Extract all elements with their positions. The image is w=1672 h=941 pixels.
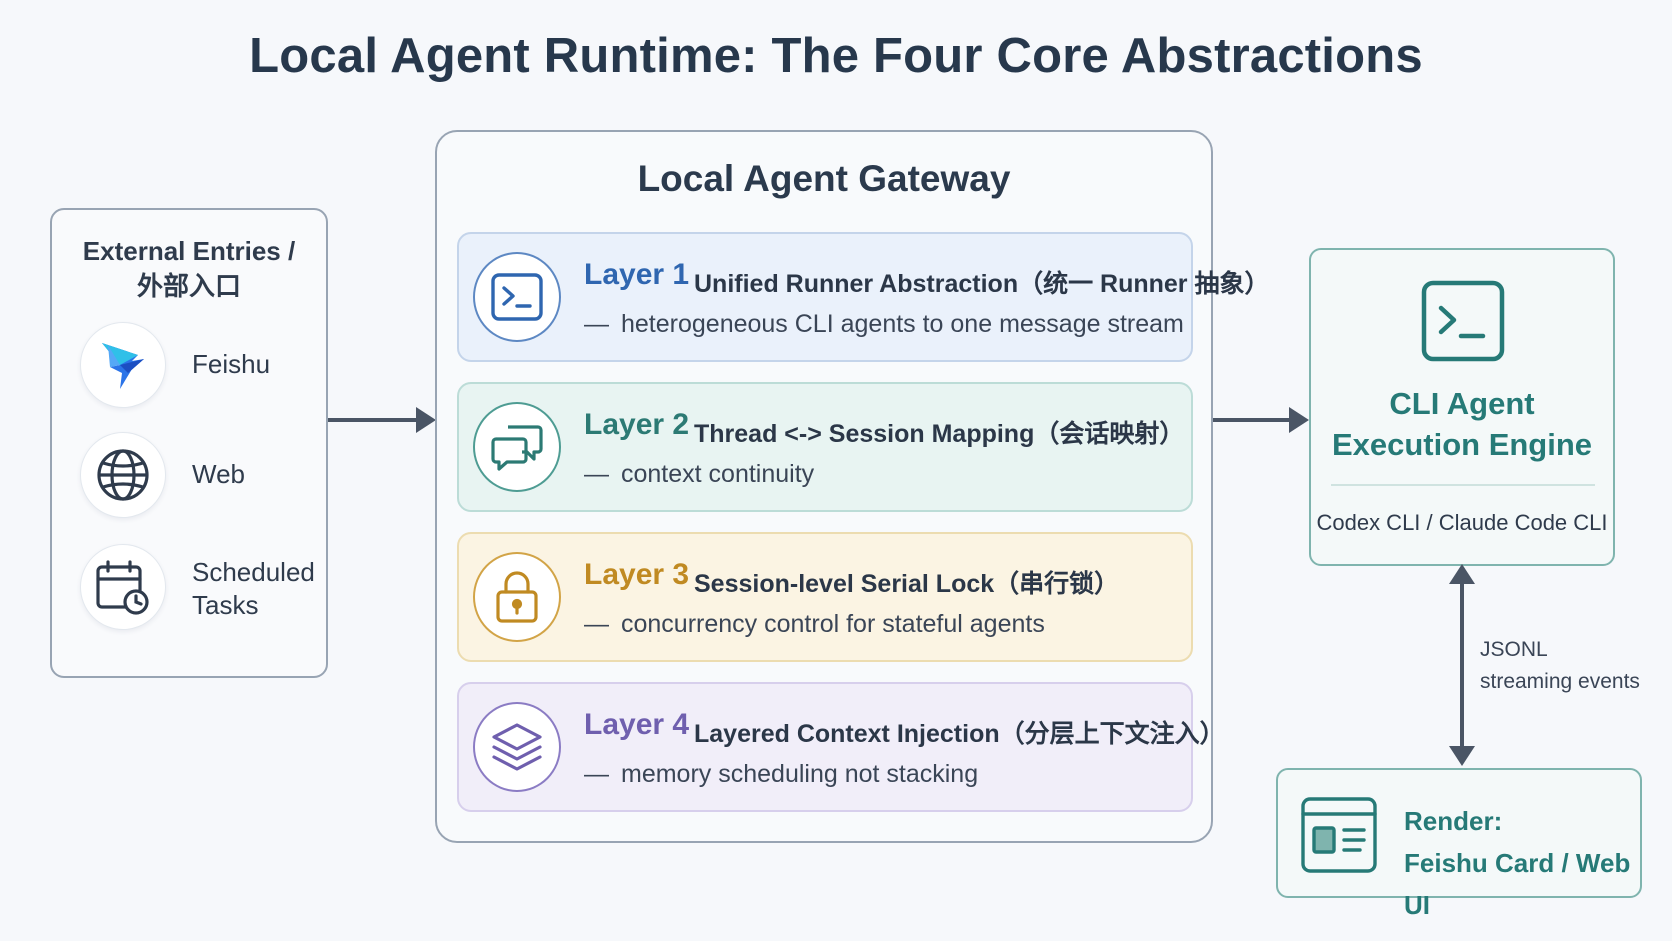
stream-label-line2: streaming events (1480, 670, 1640, 693)
diagram-title: Local Agent Runtime: The Four Core Abstr… (249, 29, 1423, 83)
external-entries-title: External Entries / 外部入口 (52, 234, 326, 304)
layer-3-number: Layer 3 (584, 558, 690, 591)
arrow-up-head (1449, 564, 1475, 584)
entry-scheduled-tasks: Scheduled Tasks (80, 544, 320, 636)
gateway-title: Local Agent Gateway (637, 158, 1011, 199)
entry-feishu-label: Feishu (192, 349, 271, 379)
entry-web-label: Web (192, 459, 245, 489)
layer-1-name: Unified Runner Abstraction（统一 Runner 抽象） (694, 270, 1270, 298)
terminal-icon (1421, 280, 1505, 362)
feishu-logo-icon (80, 322, 166, 408)
layer-2-card: Layer 2 Thread <-> Session Mapping（会话映射）… (457, 382, 1193, 512)
external-entries-title-en: External Entries / (82, 236, 296, 266)
layer-3-desc-text: concurrency control for stateful agents (621, 610, 1045, 638)
chat-bubbles-icon (473, 402, 561, 492)
layer-2-number: Layer 2 (584, 408, 690, 441)
arrow-gateway-to-cli (1213, 407, 1309, 433)
cli-engine-divider (1331, 484, 1595, 486)
layer-2-name: Thread <-> Session Mapping（会话映射） (694, 420, 1185, 448)
layer-4-description: — memory scheduling not stacking (584, 760, 978, 789)
cli-engine-subtitle: Codex CLI / Claude Code CLI (1316, 510, 1608, 535)
layer-3-description: — concurrency control for stateful agents (584, 610, 1045, 639)
layer-3-card: Layer 3 Session-level Serial Lock（串行锁） —… (457, 532, 1193, 662)
render-title: Render: Feishu Card / Web UI (1404, 800, 1640, 926)
stream-label-line1: JSONL (1480, 638, 1548, 661)
layer-4-number: Layer 4 (584, 708, 690, 741)
layer-2-desc-text: context continuity (621, 460, 815, 488)
entry-scheduled-label-line1: Scheduled (192, 557, 315, 587)
cli-engine-title-line1: CLI Agent (1389, 386, 1535, 421)
render-box: Render: Feishu Card / Web UI (1276, 768, 1642, 920)
entry-feishu: Feishu (80, 322, 320, 414)
layers-icon (473, 702, 561, 792)
entry-scheduled-label-line2: Tasks (192, 590, 259, 620)
arrow-entries-to-gateway (328, 407, 436, 433)
calendar-clock-icon (80, 544, 166, 630)
globe-icon (80, 432, 166, 518)
ui-card-icon (1300, 796, 1378, 874)
layer-1-description: — heterogeneous CLI agents to one message… (584, 310, 1184, 339)
lock-icon (473, 552, 561, 642)
layer-4-dash: — (584, 760, 609, 788)
layer-1-dash: — (584, 310, 609, 338)
layer-1-card: Layer 1 Unified Runner Abstraction（统一 Ru… (457, 232, 1269, 362)
render-title-line1: Render: (1404, 806, 1503, 836)
external-entries-title-zh: 外部入口 (136, 271, 241, 301)
external-entries-box: External Entries / 外部入口 Feishu (50, 208, 328, 678)
layer-3-dash: — (584, 610, 609, 638)
layer-2-description: — context continuity (584, 460, 814, 489)
layer-1-number: Layer 1 (584, 258, 690, 291)
layer-3-name: Session-level Serial Lock（串行锁） (694, 570, 1120, 598)
cli-engine-title-line2: Execution Engine (1331, 427, 1593, 462)
layer-4-desc-text: memory scheduling not stacking (621, 760, 979, 788)
layer-4-name: Layered Context Injection（分层上下文注入） (694, 720, 1225, 748)
layer-4-card: Layer 4 Layered Context Injection（分层上下文注… (457, 682, 1225, 812)
layer-1-desc-text: heterogeneous CLI agents to one message … (621, 310, 1184, 338)
cli-engine-title: CLI Agent Execution Engine (1311, 383, 1613, 465)
entry-web: Web (80, 432, 320, 524)
stream-label: JSONL streaming events (1480, 634, 1640, 698)
arrow-down-head (1449, 746, 1475, 766)
bidirectional-arrow (1449, 564, 1475, 766)
gateway-box: Local Agent Gateway Layer 1 Unified Runn… (435, 130, 1269, 843)
terminal-icon (473, 252, 561, 342)
entry-scheduled-tasks-label: Scheduled Tasks (192, 556, 315, 622)
render-title-line2: Feishu Card / Web UI (1404, 848, 1631, 920)
layer-2-dash: — (584, 460, 609, 488)
cli-engine-box: CLI Agent Execution Engine Codex CLI / C… (1309, 248, 1615, 566)
